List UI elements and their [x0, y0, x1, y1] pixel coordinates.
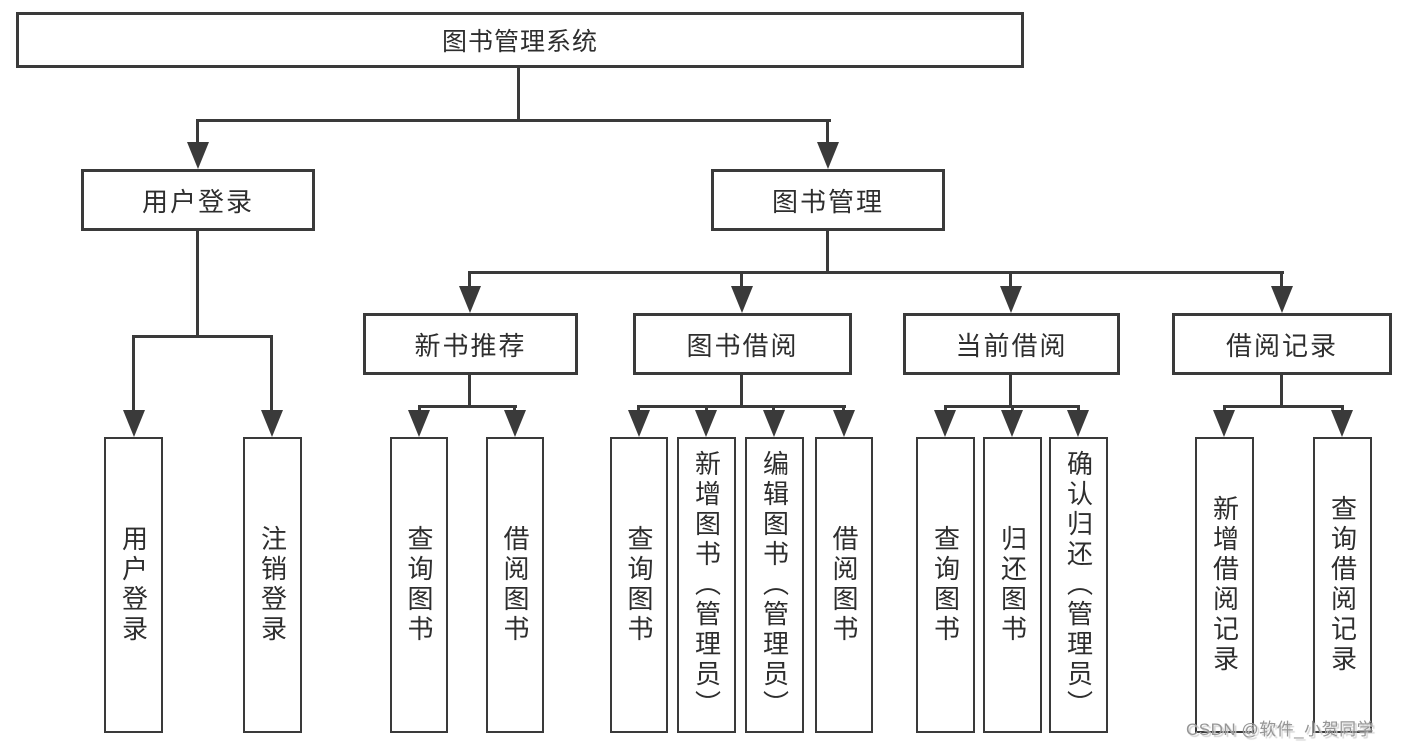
leaf-current-confirm-return-admin: 确认归还（管理员）	[1049, 437, 1108, 733]
connector-book-borrow-rail	[637, 405, 846, 408]
leaf-current-query-book-label: 查询图书	[930, 525, 961, 645]
connector-drop-leaf-user-login	[132, 335, 135, 415]
connector-user-login-stem	[196, 231, 199, 338]
leaf-borrow-query-book: 查询图书	[610, 437, 668, 733]
arrowhead-borrow-borrow	[833, 410, 855, 437]
node-root-library-management-system: 图书管理系统	[16, 12, 1024, 68]
arrowhead-new-book-recommend	[459, 286, 481, 313]
leaf-current-return-book-label: 归还图书	[997, 525, 1028, 645]
connector-drop-current-borrow	[1009, 271, 1012, 291]
connector-drop-borrow-records	[1280, 271, 1283, 291]
leaf-logout: 注销登录	[243, 437, 302, 733]
node-book-borrow: 图书借阅	[633, 313, 852, 375]
arrowhead-borrow-records	[1271, 286, 1293, 313]
node-new-book-recommend: 新书推荐	[363, 313, 578, 375]
connector-borrow-records-stem	[1280, 375, 1283, 408]
node-user-login: 用户登录	[81, 169, 315, 231]
csdn-watermark: CSDN @软件_小贺同学	[1186, 720, 1375, 739]
arrowhead-records-query	[1331, 410, 1353, 437]
leaf-current-query-book: 查询图书	[916, 437, 975, 733]
connector-level3-rail	[468, 271, 1284, 274]
arrowhead-newbook-query	[408, 410, 430, 437]
arrowhead-borrow-edit	[763, 410, 785, 437]
leaf-newbook-query-book: 查询图书	[390, 437, 448, 733]
leaf-borrow-edit-book-admin: 编辑图书（管理员）	[745, 437, 804, 733]
leaf-current-return-book: 归还图书	[983, 437, 1042, 733]
arrowhead-book-borrow	[731, 286, 753, 313]
arrowhead-current-confirm	[1067, 410, 1089, 437]
leaf-records-add-record-label: 新增借阅记录	[1209, 495, 1240, 675]
connector-drop-book-management	[826, 119, 829, 151]
arrowhead-newbook-borrow	[504, 410, 526, 437]
arrowhead-current-return	[1001, 410, 1023, 437]
arrowhead-records-add	[1213, 410, 1235, 437]
arrowhead-book-management	[817, 142, 839, 169]
connector-current-borrow-stem	[1009, 375, 1012, 408]
node-borrow-records: 借阅记录	[1172, 313, 1392, 375]
connector-drop-leaf-logout	[270, 335, 273, 415]
arrowhead-current-borrow	[1000, 286, 1022, 313]
leaf-records-query-record-label: 查询借阅记录	[1327, 495, 1358, 675]
leaf-borrow-borrow-book-label: 借阅图书	[829, 525, 859, 645]
node-current-borrow: 当前借阅	[903, 313, 1120, 375]
leaf-borrow-query-book-label: 查询图书	[624, 525, 654, 645]
leaf-newbook-query-book-label: 查询图书	[404, 525, 434, 645]
leaf-current-confirm-return-admin-label: 确认归还（管理员）	[1063, 450, 1094, 720]
arrowhead-user-login	[187, 142, 209, 169]
connector-level2-rail	[196, 119, 831, 122]
arrowhead-borrow-query	[628, 410, 650, 437]
arrowhead-leaf-user-login	[123, 410, 145, 437]
arrowhead-borrow-add	[695, 410, 717, 437]
leaf-borrow-borrow-book: 借阅图书	[815, 437, 873, 733]
connector-root-stem	[517, 68, 520, 122]
leaf-borrow-add-book-admin-label: 新增图书（管理员）	[691, 450, 722, 720]
leaf-user-login: 用户登录	[104, 437, 163, 733]
connector-drop-user-login	[196, 119, 199, 151]
node-book-management: 图书管理	[711, 169, 945, 231]
leaf-user-login-label: 用户登录	[118, 525, 149, 645]
leaf-newbook-borrow-book-label: 借阅图书	[500, 525, 530, 645]
leaf-borrow-edit-book-admin-label: 编辑图书（管理员）	[759, 450, 790, 720]
leaf-borrow-add-book-admin: 新增图书（管理员）	[677, 437, 736, 733]
connector-drop-new-book-recommend	[468, 271, 471, 291]
connector-book-borrow-stem	[740, 375, 743, 408]
arrowhead-leaf-logout	[261, 410, 283, 437]
connector-user-login-rail	[132, 335, 273, 338]
connector-book-management-stem	[826, 231, 829, 274]
connector-borrow-records-rail	[1223, 405, 1344, 408]
connector-new-book-stem	[468, 375, 471, 408]
connector-new-book-rail	[418, 405, 517, 408]
connector-drop-book-borrow	[740, 271, 743, 291]
leaf-records-add-record: 新增借阅记录	[1195, 437, 1254, 733]
arrowhead-current-query	[934, 410, 956, 437]
leaf-records-query-record: 查询借阅记录	[1313, 437, 1372, 733]
leaf-logout-label: 注销登录	[257, 525, 288, 645]
leaf-newbook-borrow-book: 借阅图书	[486, 437, 544, 733]
